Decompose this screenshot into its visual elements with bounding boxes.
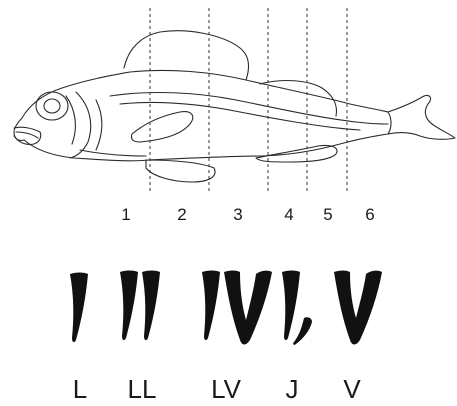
caudal-peduncle (388, 112, 391, 134)
pelvic-fin (146, 160, 215, 182)
mark-label-LL: LL (128, 374, 157, 404)
mark-glyph-LL-b (142, 271, 160, 341)
mark-glyph-LV-v (224, 271, 272, 345)
fish-illustration (14, 31, 455, 182)
mark-label-V: V (343, 374, 361, 404)
zone-label-6: 6 (365, 205, 374, 224)
mark-label-J: J (286, 374, 299, 404)
zone-label-2: 2 (177, 205, 186, 224)
mark-glyph-LV-stroke (202, 271, 220, 341)
mark-glyph-J-stroke (282, 271, 300, 341)
gill-lines (96, 100, 102, 150)
zone-divider-lines (150, 8, 347, 194)
mark-labels: L LL LV J V (73, 374, 362, 404)
eye-inner (44, 99, 60, 113)
lateral-line (110, 93, 388, 124)
zone-label-1: 1 (121, 205, 130, 224)
eye-outer (36, 92, 68, 120)
body-upper-contour (22, 70, 388, 118)
mark-label-LV: LV (211, 374, 242, 404)
caudal-fin (388, 95, 455, 139)
lateral-line-lower (120, 102, 360, 130)
dorsal-fin (124, 31, 248, 80)
mark-glyphs (70, 271, 382, 345)
pectoral-fin (131, 112, 192, 142)
mark-glyph-J-hook (293, 317, 312, 345)
mark-glyph-LL-a (120, 271, 138, 341)
jaw-inner (16, 132, 38, 138)
zone-label-5: 5 (323, 205, 332, 224)
mark-glyph-V (334, 271, 382, 345)
zone-label-4: 4 (284, 205, 293, 224)
operculum (70, 92, 91, 158)
belly-line (80, 150, 146, 156)
mark-glyph-L (70, 273, 88, 343)
mark-label-L: L (73, 374, 87, 404)
jaw (14, 127, 41, 144)
zone-number-labels: 1 2 3 4 5 6 (121, 205, 374, 224)
zone-label-3: 3 (233, 205, 242, 224)
